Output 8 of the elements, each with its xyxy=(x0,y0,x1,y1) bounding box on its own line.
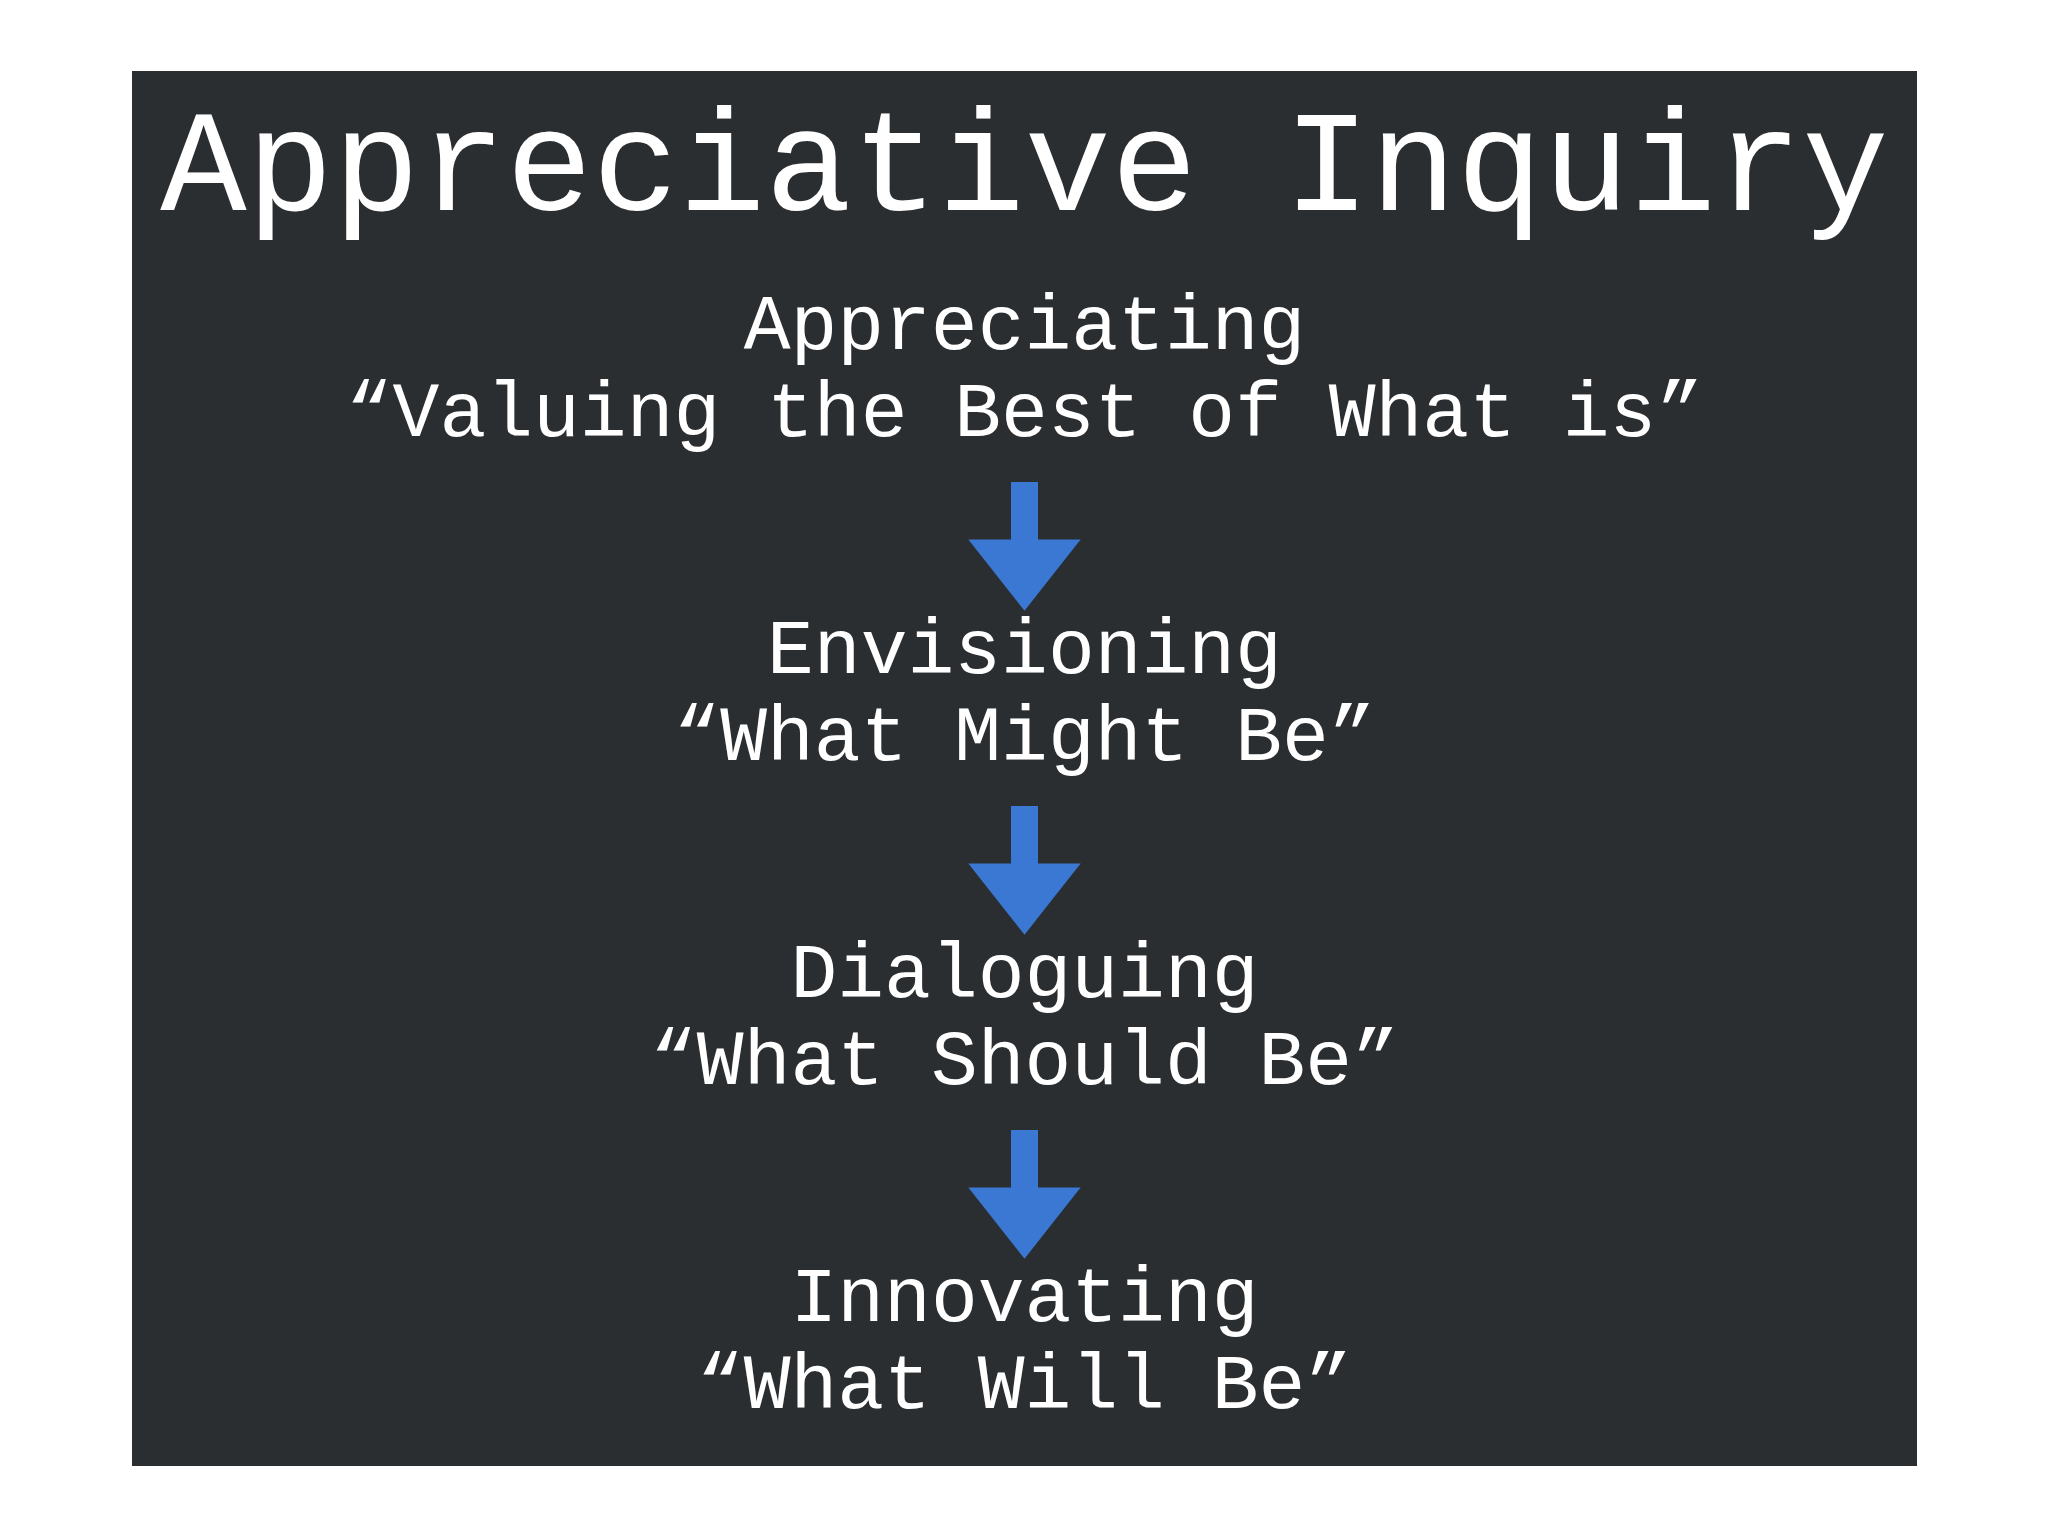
node-text: Appreciating “Valuing the Best of What is” xyxy=(345,283,1703,459)
arrow xyxy=(967,805,1081,935)
node-text: Envisioning “What Might Be” xyxy=(672,607,1376,783)
arrow xyxy=(967,1129,1081,1259)
diagram-title: Appreciative Inquiry xyxy=(159,89,1889,253)
node-text: Dialoguing “What Should Be” xyxy=(649,931,1399,1107)
node-text: Innovating “What Will Be” xyxy=(696,1255,1352,1431)
arrow xyxy=(967,481,1081,611)
